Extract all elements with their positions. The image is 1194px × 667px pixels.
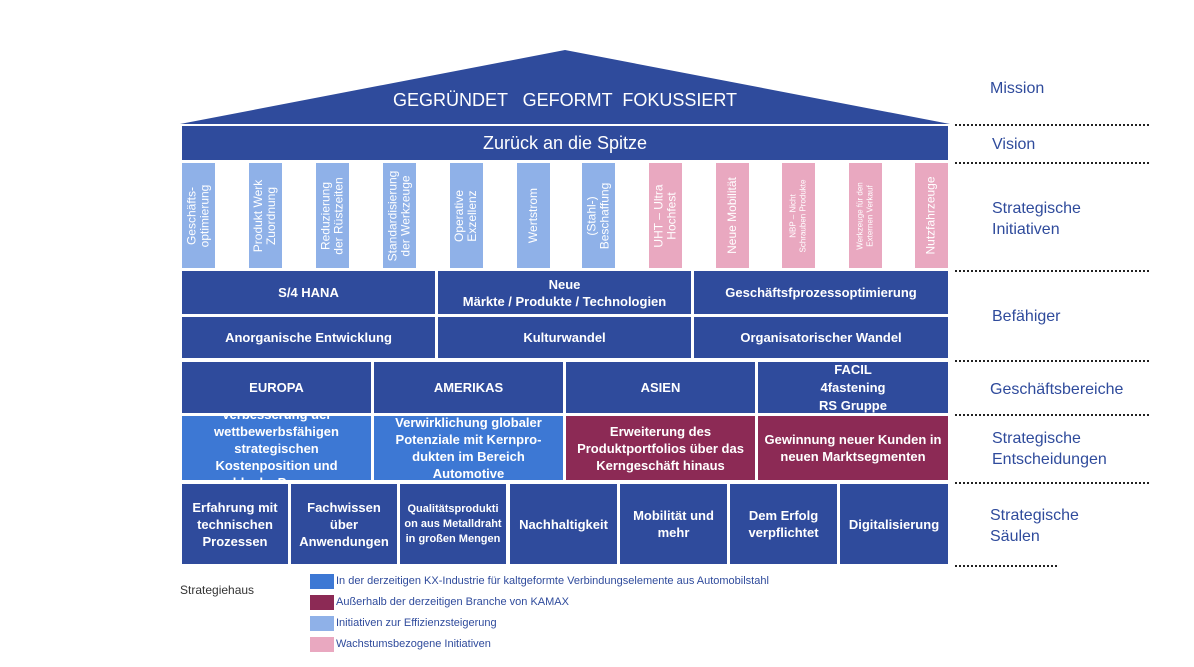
row-label-mission: Mission bbox=[990, 80, 1045, 97]
row-label-pillars: Strategische Säulen bbox=[990, 507, 1079, 545]
separator-line bbox=[955, 270, 1149, 272]
separator-line bbox=[955, 124, 1149, 126]
initiative-wertstrom: Wertstrom bbox=[517, 163, 550, 268]
legend-swatch-current-industry bbox=[310, 574, 334, 589]
row-label-vision: Vision bbox=[992, 136, 1036, 153]
separator-line bbox=[955, 162, 1149, 164]
row-label-decisions: Strategische Entscheidungen bbox=[992, 430, 1107, 468]
enabler-anorganische-entwicklung: Anorganische Entwicklung bbox=[182, 317, 435, 358]
legend-label-efficiency: Initiativen zur Effizienzsteigerung bbox=[336, 617, 497, 629]
decision-kostenposition: Verbesserung der wettbewerbsfähigen stra… bbox=[182, 416, 371, 480]
roof bbox=[180, 50, 950, 124]
decision-produktportfolio: Erweiterung des Produktportfolios über d… bbox=[566, 416, 755, 480]
initiative-nbp: NBP – Nicht Schrauben Produkte bbox=[782, 163, 815, 268]
legend-swatch-efficiency bbox=[310, 616, 334, 631]
business-amerikas: AMERIKAS bbox=[374, 362, 563, 413]
pillar-fachwissen: Fachwissen über Anwendungen bbox=[291, 484, 397, 564]
initiative-beschaffung: (Stahl-) Beschaffung bbox=[582, 163, 615, 268]
separator-line bbox=[955, 414, 1149, 416]
pillar-erfolg: Dem Erfolg verpflichtet bbox=[730, 484, 837, 564]
decision-globale-potenziale: Verwirklichung globaler Potenziale mit K… bbox=[374, 416, 563, 480]
initiative-werkzeuge-extern: Werkzeuge für den Externen Verkauf bbox=[849, 163, 882, 268]
separator-line bbox=[955, 360, 1149, 362]
business-asien: ASIEN bbox=[566, 362, 755, 413]
enabler-kulturwandel: Kulturwandel bbox=[438, 317, 691, 358]
enabler-geschaeftsprozessoptimierung: Geschäftsfprozessoptimierung bbox=[694, 271, 948, 314]
pillar-erfahrung: Erfahrung mit technischen Prozessen bbox=[182, 484, 288, 564]
legend-label-outside-industry: Außerhalb der derzeitigen Branche von KA… bbox=[336, 596, 569, 608]
initiative-produkt-werk-zuordnung: Produkt Werk Zuordnung bbox=[249, 163, 282, 268]
initiative-nutzfahrzeuge: Nutzfahrzeuge bbox=[915, 163, 948, 268]
roof-triangle bbox=[180, 50, 950, 124]
row-label-initiatives: Strategische Initiativen bbox=[992, 200, 1081, 238]
diagram-caption: Strategiehaus bbox=[180, 583, 255, 597]
separator-line bbox=[955, 482, 1149, 484]
legend-label-current-industry: In der derzeitigen KX-Industrie für kalt… bbox=[336, 575, 769, 587]
mission-title: GEGRÜNDET GEFORMT FOKUSSIERT bbox=[392, 90, 738, 110]
business-europa: EUROPA bbox=[182, 362, 371, 413]
initiative-werkzeug-standardisierung: Standardisierung der Werkzeuge bbox=[383, 163, 416, 268]
row-label-business: Geschäftsbereiche bbox=[990, 381, 1124, 398]
initiative-ruestzeiten: Reduzierung der Rüstzeiten bbox=[316, 163, 349, 268]
legend-label-growth: Wachstumsbezogene Initiativen bbox=[336, 638, 491, 650]
legend: In der derzeitigen KX-Industrie für kalt… bbox=[310, 574, 830, 658]
separator-line bbox=[955, 565, 1057, 567]
decision-neue-kunden: Gewinnung neuer Kunden in neuen Marktseg… bbox=[758, 416, 948, 480]
pillar-mobilitaet: Mobilität und mehr bbox=[620, 484, 727, 564]
legend-swatch-outside-industry bbox=[310, 595, 334, 610]
enabler-organisatorischer-wandel: Organisatorischer Wandel bbox=[694, 317, 948, 358]
legend-swatch-growth bbox=[310, 637, 334, 652]
initiative-neue-mobilitaet: Neue Mobilität bbox=[716, 163, 749, 268]
pillar-nachhaltigkeit: Nachhaltigkeit bbox=[510, 484, 617, 564]
initiative-uht: UHT – Ultra Hochfest bbox=[649, 163, 682, 268]
row-label-enablers: Befähiger bbox=[992, 308, 1061, 325]
pillar-digitalisierung: Digitalisierung bbox=[840, 484, 948, 564]
initiative-operative-exzellenz: Operative Exzellenz bbox=[450, 163, 483, 268]
enabler-s4hana: S/4 HANA bbox=[182, 271, 435, 314]
pillar-qualitaetsproduktion: Qualitätsprodukti on aus Metalldraht in … bbox=[400, 484, 506, 564]
business-facil: FACIL 4fastening RS Gruppe bbox=[758, 362, 948, 413]
vision-bar: Zurück an die Spitze bbox=[182, 126, 948, 160]
initiatives-row: Geschäfts- optimierung Produkt Werk Zuor… bbox=[182, 163, 948, 268]
enabler-neue-maerkte: Neue Märkte / Produkte / Technologien bbox=[438, 271, 691, 314]
initiative-geschaeftsoptimierung: Geschäfts- optimierung bbox=[182, 163, 215, 268]
